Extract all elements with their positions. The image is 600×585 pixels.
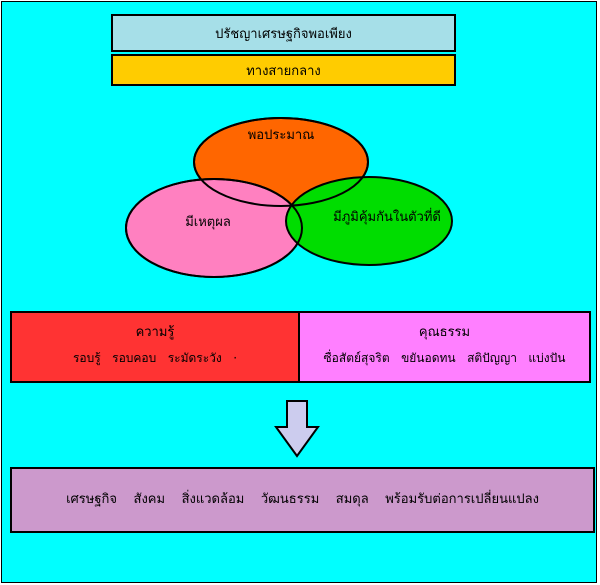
outcome-box: เศรษฐกิจ สังคม สิ่งแวดล้อม วัฒนธรรม สมดุ…	[10, 467, 595, 533]
venn-diagram: พอประมาณ มีเหตุผล มีภูมิคุ้มกันในตัวที่ด…	[125, 117, 453, 278]
outcome-text: เศรษฐกิจ สังคม สิ่งแวดล้อม วัฒนธรรม สมดุ…	[66, 492, 539, 507]
virtue-heading: คุณธรรม	[418, 325, 471, 340]
knowledge-heading: ความรู้	[135, 325, 175, 340]
knowledge-items: รอบรู้ รอบคอบ ระมัดระวัง ·	[72, 351, 238, 365]
middle-path-label: ทางสายกลาง	[246, 63, 321, 79]
middle-path-box: ทางสายกลาง	[111, 54, 456, 86]
down-arrow-icon	[274, 400, 320, 458]
immunity-label: มีภูมิคุ้มกันในตัวที่ดี	[333, 208, 441, 225]
moderation-circle-outline	[193, 117, 369, 207]
moderation-label: พอประมาณ	[248, 128, 315, 143]
philosophy-title: ปรัชญาเศรษฐกิจพอเพียง	[215, 26, 352, 42]
knowledge-panel: ความรู้ รอบรู้ รอบคอบ ระมัดระวัง ·	[10, 311, 300, 383]
philosophy-title-box: ปรัชญาเศรษฐกิจพอเพียง	[111, 14, 456, 52]
virtue-panel: คุณธรรม ซื่อสัตย์สุจริต ขยันอดทน สติปัญญ…	[298, 311, 591, 383]
reasonableness-circle-outline	[125, 178, 303, 278]
virtue-items: ซื่อสัตย์สุจริต ขยันอดทน สติปัญญา แบ่งปั…	[323, 351, 566, 365]
reasonableness-label: มีเหตุผล	[185, 214, 231, 230]
